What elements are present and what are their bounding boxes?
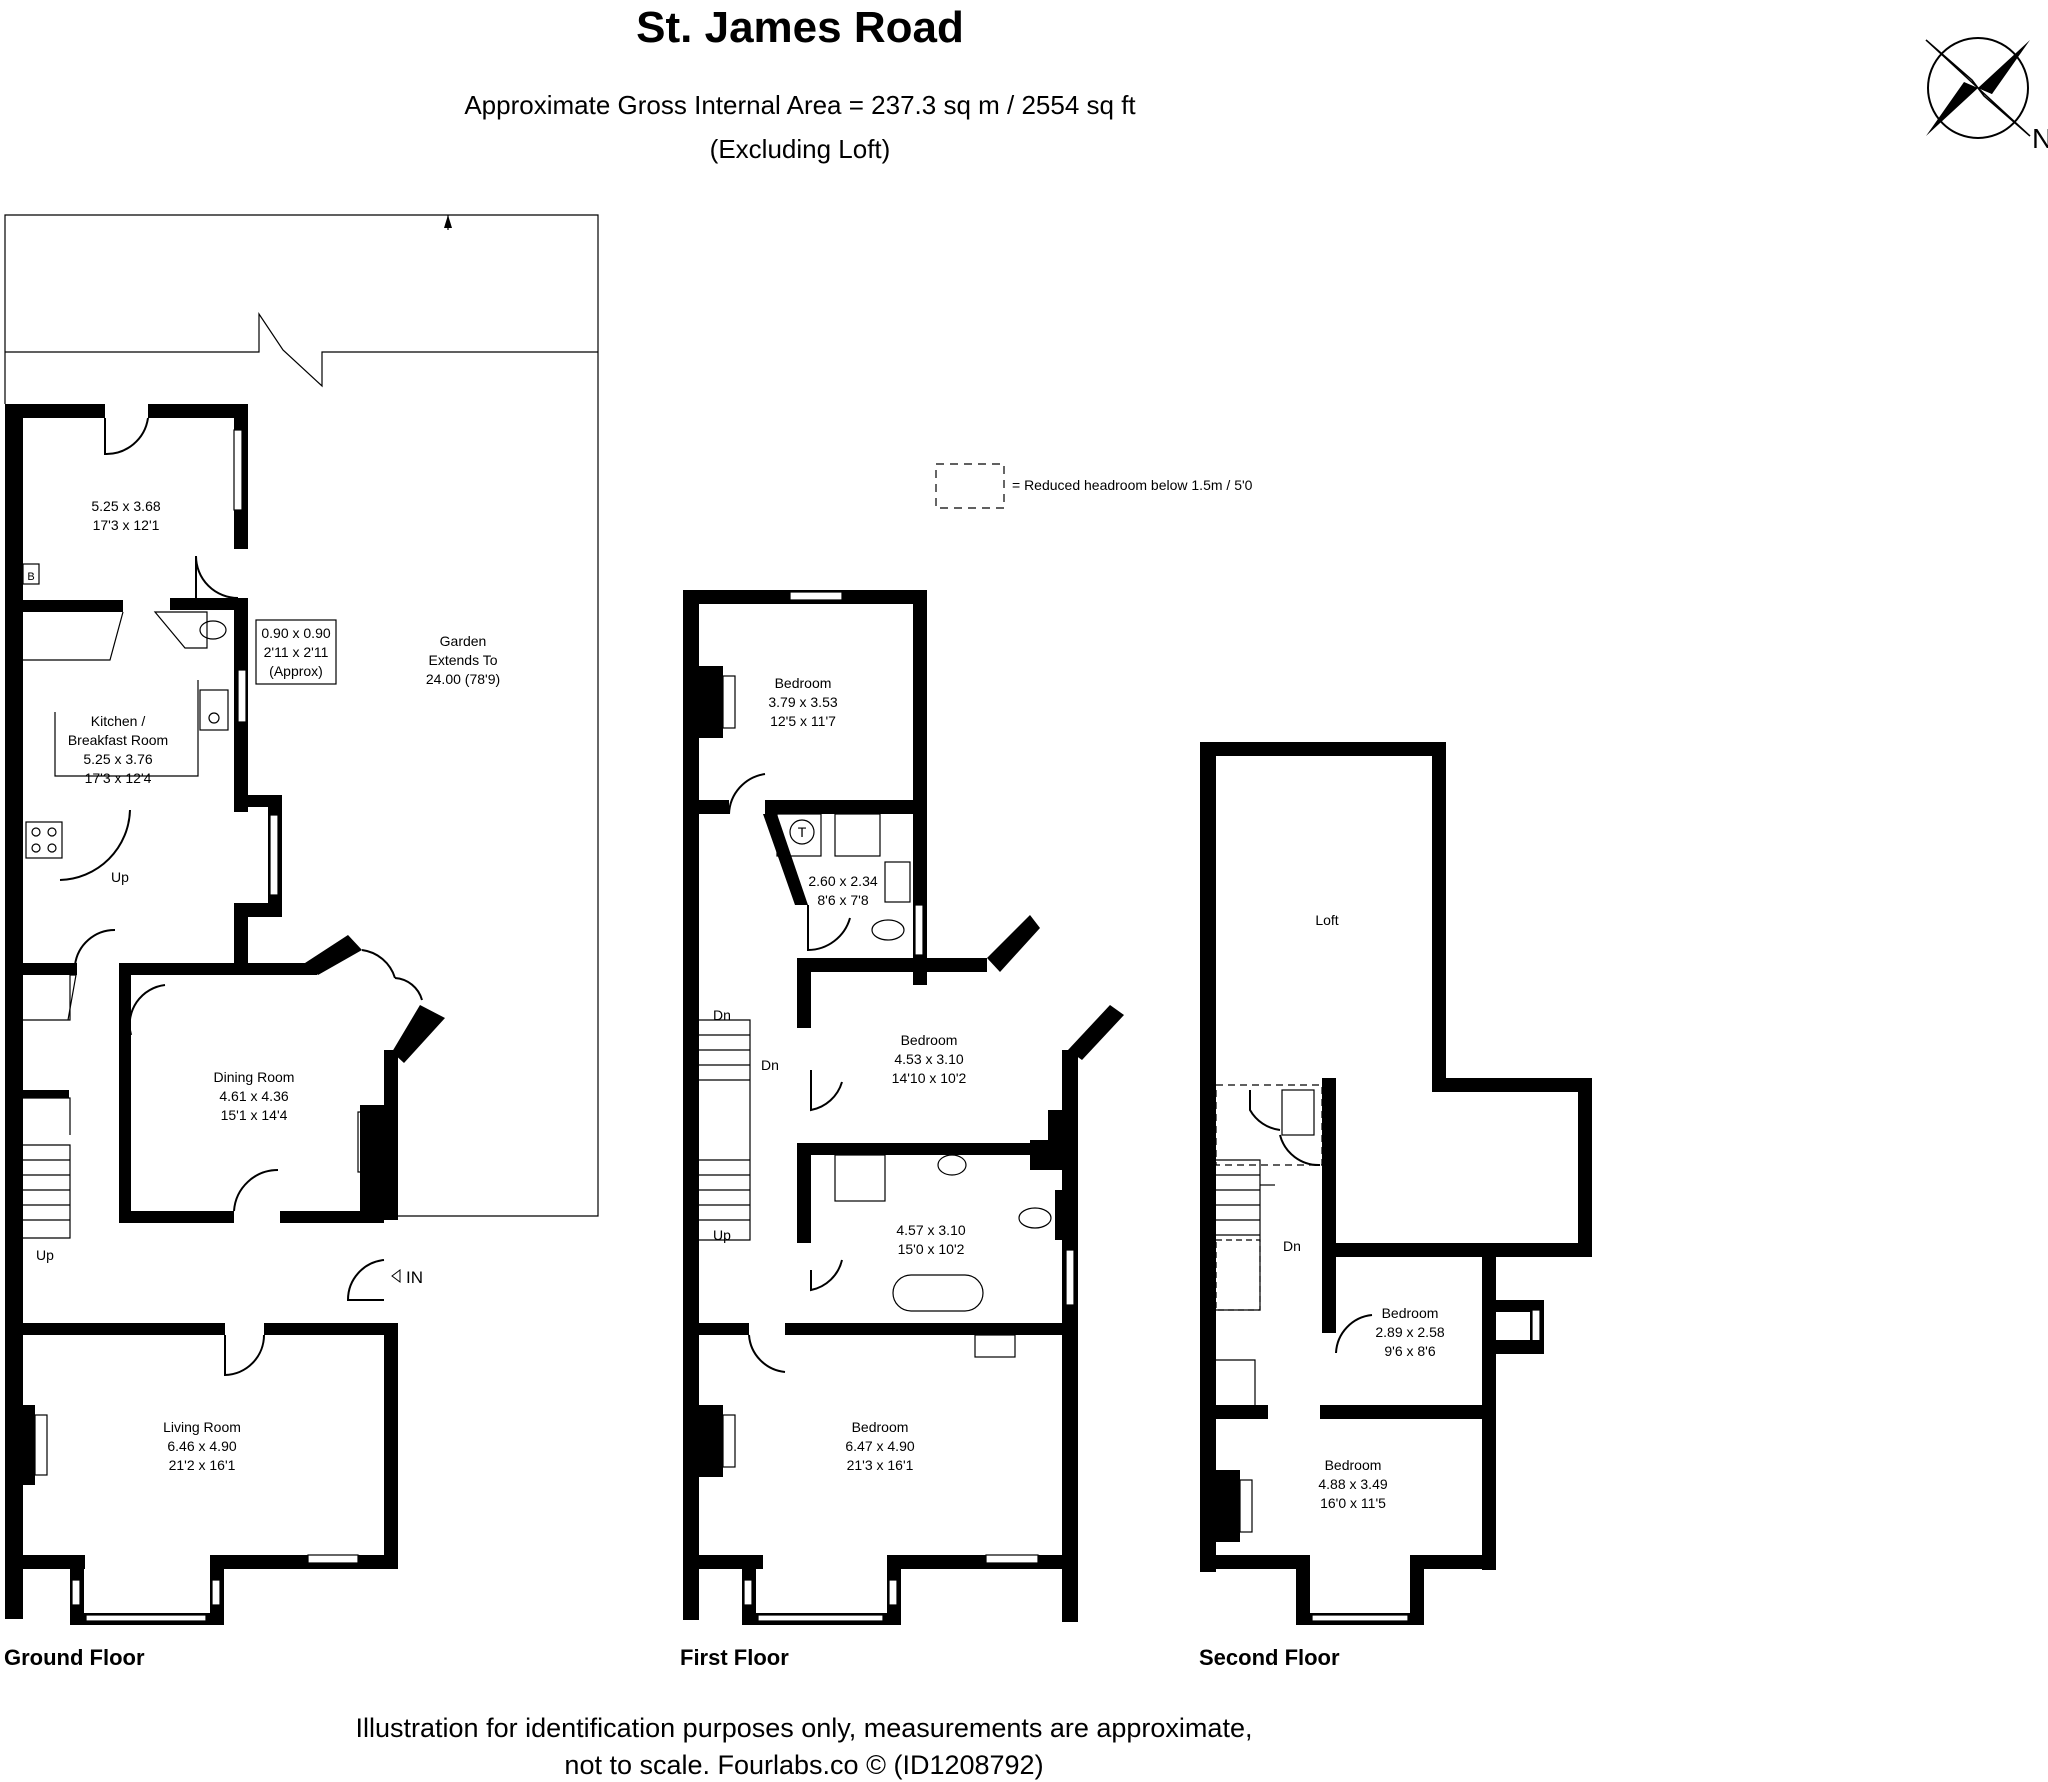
first-dn-label-1: Dn: [713, 1007, 731, 1023]
first-rear-bedroom-name: Bedroom: [775, 675, 832, 691]
kitchen-metric: 5.25 x 3.76: [83, 751, 152, 767]
living-room-metric: 6.46 x 4.90: [167, 1438, 236, 1454]
second-dn-label: Dn: [1283, 1238, 1301, 1254]
plan-area-note: (Excluding Loft): [710, 134, 891, 164]
legend-text: = Reduced headroom below 1.5m / 5'0: [1012, 477, 1253, 493]
wc-imperial: 2'11 x 2'11: [264, 644, 329, 660]
first-front-bedroom-name: Bedroom: [852, 1419, 909, 1435]
disclaimer-line2: not to scale. Fourlabs.co © (ID1208792): [564, 1750, 1043, 1780]
rear-room-metric: 5.25 x 3.68: [91, 498, 160, 514]
entrance-label: IN: [406, 1268, 423, 1287]
ground-floor-plan: [4, 214, 599, 1625]
compass-north-label: N: [2032, 123, 2048, 154]
stairs-up-label: Up: [36, 1247, 54, 1263]
first-front-bedroom-imperial: 21'3 x 16'1: [847, 1457, 914, 1473]
first-rear-bedroom-imperial: 12'5 x 11'7: [770, 713, 836, 729]
compass-rose-icon: [1925, 37, 2031, 139]
second-small-bedroom-imperial: 9'6 x 8'6: [1384, 1343, 1435, 1359]
reduced-headroom-swatch: [935, 463, 1005, 509]
plan-area-line: Approximate Gross Internal Area = 237.3 …: [464, 90, 1136, 120]
dining-room-metric: 4.61 x 4.36: [219, 1088, 288, 1104]
boiler-label: B: [27, 571, 34, 583]
wc-dimension-box: [255, 619, 337, 685]
second-floor-plan: [1200, 742, 1592, 1625]
first-front-bedroom-metric: 6.47 x 4.90: [845, 1438, 914, 1454]
first-mid-bedroom-metric: 4.53 x 3.10: [894, 1051, 963, 1067]
second-small-bedroom-metric: 2.89 x 2.58: [1375, 1324, 1444, 1340]
garden-length: 24.00 (78'9): [426, 671, 500, 687]
loft-name: Loft: [1315, 912, 1338, 928]
first-floor-label: First Floor: [680, 1645, 789, 1670]
first-up-label: Up: [713, 1227, 731, 1243]
kitchen-name-line2: Breakfast Room: [68, 732, 168, 748]
kitchen-imperial: 17'3 x 12'4: [85, 770, 152, 786]
dining-room-name: Dining Room: [214, 1069, 295, 1085]
rear-room-imperial: 17'3 x 12'1: [93, 517, 160, 533]
garden-name: Garden: [440, 633, 487, 649]
first-rear-bedroom-metric: 3.79 x 3.53: [768, 694, 837, 710]
second-front-bedroom-metric: 4.88 x 3.49: [1318, 1476, 1387, 1492]
bathroom-metric: 4.57 x 3.10: [896, 1222, 965, 1238]
second-floor-label: Second Floor: [1199, 1645, 1340, 1670]
ground-floor-label: Ground Floor: [4, 1645, 145, 1670]
first-dn-label-2: Dn: [761, 1057, 779, 1073]
wc-note: (Approx): [269, 663, 323, 679]
second-small-bedroom-name: Bedroom: [1382, 1305, 1439, 1321]
second-front-bedroom-imperial: 16'0 x 11'5: [1320, 1495, 1386, 1511]
living-room-imperial: 21'2 x 16'1: [169, 1457, 236, 1473]
bathroom-imperial: 15'0 x 10'2: [898, 1241, 965, 1257]
tank-label: T: [798, 824, 807, 840]
living-room-name: Living Room: [163, 1419, 241, 1435]
kitchen-name-line1: Kitchen /: [91, 713, 146, 729]
shower-room-imperial: 8'6 x 7'8: [817, 892, 868, 908]
first-floor-plan: [683, 590, 1124, 1625]
kitchen-up-label: Up: [111, 869, 129, 885]
first-mid-bedroom-name: Bedroom: [901, 1032, 958, 1048]
shower-room-metric: 2.60 x 2.34: [808, 873, 877, 889]
second-front-bedroom-name: Bedroom: [1325, 1457, 1382, 1473]
disclaimer-line1: Illustration for identification purposes…: [356, 1713, 1253, 1743]
wc-metric: 0.90 x 0.90: [261, 625, 330, 641]
dining-room-imperial: 15'1 x 14'4: [221, 1107, 288, 1123]
first-mid-bedroom-imperial: 14'10 x 10'2: [892, 1070, 967, 1086]
plan-title: St. James Road: [636, 3, 964, 52]
garden-extends: Extends To: [428, 652, 497, 668]
